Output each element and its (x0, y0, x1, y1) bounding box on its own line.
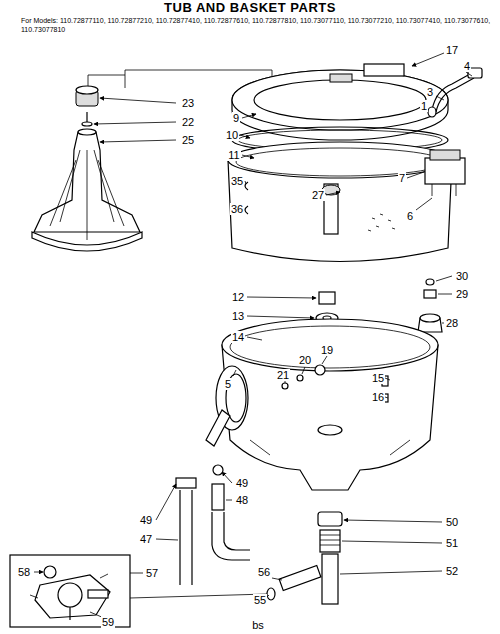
callout-number: 47 (139, 533, 153, 545)
callout-number: 20 (298, 354, 312, 366)
callout-number: 15 (371, 372, 385, 384)
callout-number: 57 (145, 567, 159, 579)
balance-ring (232, 70, 448, 153)
tub-outlet (176, 366, 250, 585)
assembly-line (88, 75, 125, 88)
callout-number: 49 (139, 514, 153, 526)
callout-number: 19 (320, 344, 334, 356)
callout-number: 35 (230, 175, 244, 187)
basket (228, 142, 452, 262)
callout-number: 25 (181, 134, 195, 146)
fill-hose (364, 64, 482, 196)
callout-number: 16 (371, 391, 385, 403)
callout-number: 48 (235, 494, 249, 506)
hose-clamp (130, 566, 321, 600)
callout-number: 49 (235, 477, 249, 489)
small-parts (418, 279, 442, 332)
callout-number: 4 (463, 60, 471, 72)
callout-number: 52 (445, 565, 459, 577)
callout-number: 10 (225, 129, 239, 141)
callout-number: 55 (253, 594, 267, 606)
callout-number: 1 (420, 100, 428, 112)
callout-number: 30 (455, 270, 469, 282)
callout-number: 14 (231, 331, 245, 343)
callout-number: 12 (231, 291, 245, 303)
callout-number: 29 (455, 288, 469, 300)
leader-lines (34, 53, 472, 618)
callout-number: 17 (445, 44, 459, 56)
callout-number: 50 (445, 516, 459, 528)
pump (10, 555, 130, 627)
callout-number: 51 (445, 537, 459, 549)
callout-number: 36 (230, 203, 244, 215)
outer-tub (222, 319, 438, 490)
model-list: For Models: 110.72877110, 110.72877210, … (20, 16, 492, 34)
callout-number: 23 (181, 97, 195, 109)
nut-seal (316, 292, 338, 323)
callout-number: 21 (276, 369, 290, 381)
diagram-title: TUB AND BASKET PARTS (163, 2, 337, 14)
callout-number: 28 (445, 317, 459, 329)
callout-number: 27 (311, 189, 325, 201)
callout-number: 22 (181, 116, 195, 128)
callout-number: 6 (406, 210, 414, 222)
agitator (32, 86, 142, 251)
callout-number: 58 (17, 566, 31, 578)
callout-number: 56 (257, 566, 271, 578)
callout-number: 9 (232, 112, 240, 124)
drain-hose (318, 512, 342, 604)
callout-number: 59 (101, 616, 115, 628)
callout-number: 5 (224, 378, 232, 390)
callout-number: bs (251, 619, 265, 631)
callout-number: 7 (398, 172, 406, 184)
callout-number: 11 (227, 149, 240, 161)
callout-number: 3 (426, 86, 434, 98)
callout-number: 13 (231, 310, 245, 322)
